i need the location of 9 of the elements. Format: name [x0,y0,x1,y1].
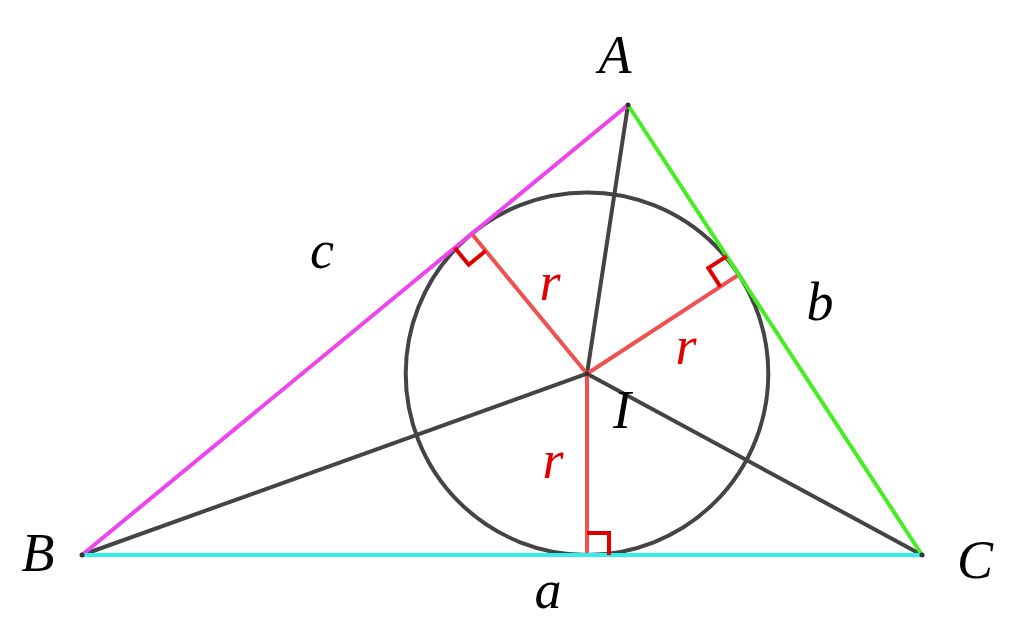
side-label: c [310,223,334,277]
radius-label: r [675,319,697,373]
side-label: a [534,563,562,617]
vertex-label: B [21,526,55,580]
vertex-label: C [957,533,993,587]
radius-label: r [542,433,564,487]
radius-label: r [539,255,561,309]
side-label: b [806,275,834,329]
center-label: I [613,383,631,437]
